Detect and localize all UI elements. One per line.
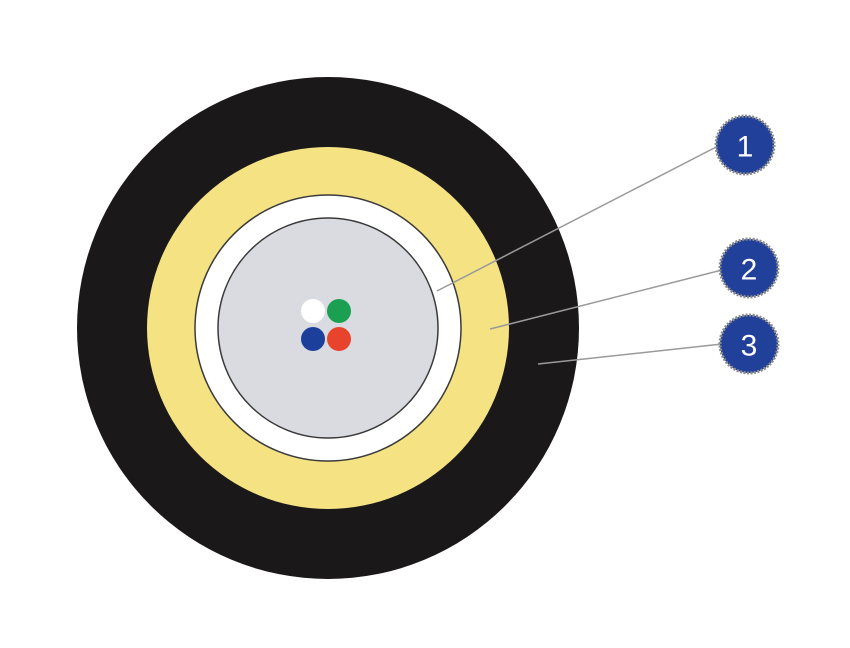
callout-badge-1 <box>714 114 776 176</box>
callout-1: 1 <box>714 114 776 176</box>
white-fiber <box>301 299 325 323</box>
leader-line-2 <box>489 269 723 330</box>
leader-line-1 <box>436 144 721 292</box>
callout-2: 2 <box>718 237 780 299</box>
callout-label-3: 3 <box>741 330 758 363</box>
gel-filled-core <box>217 217 439 439</box>
green-fiber <box>327 299 351 323</box>
blue-fiber <box>301 327 325 351</box>
callout-label-2: 2 <box>741 254 758 287</box>
callout-label-1: 1 <box>737 131 754 164</box>
red-fiber <box>327 327 351 351</box>
callout-3: 3 <box>718 313 780 375</box>
callout-badge-3 <box>718 313 780 375</box>
leader-line-3 <box>537 343 723 365</box>
optical-fibers <box>301 299 351 351</box>
callout-badge-2 <box>718 237 780 299</box>
